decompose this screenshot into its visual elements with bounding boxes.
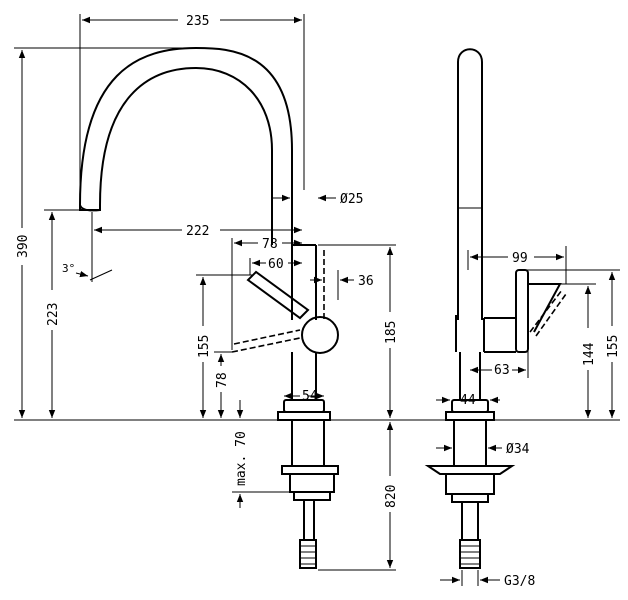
dim-spout-reach: 222 xyxy=(186,224,209,239)
dim-spout-diameter: Ø25 xyxy=(340,192,363,207)
dim-connection-length: 820 xyxy=(384,485,399,508)
dim-side-lever-height-155: 155 xyxy=(606,335,621,358)
side-view xyxy=(424,48,567,569)
dim-side-base-depth: 44 xyxy=(460,393,476,408)
dim-spout-height: 223 xyxy=(46,303,61,326)
dim-lever-low: 78 xyxy=(215,372,230,388)
dim-lever-reach-60: 60 xyxy=(268,257,284,272)
dim-side-hole-diameter: Ø34 xyxy=(506,442,530,457)
dim-lever-reach-78: 78 xyxy=(262,237,278,252)
front-spout-body xyxy=(79,46,293,245)
side-handle-plate xyxy=(515,269,529,353)
dim-side-handle-depth: 63 xyxy=(494,363,510,378)
dim-total-reach: 235 xyxy=(186,14,209,29)
front-dimensions: 235 390 223 222 3° Ø25 78 60 xyxy=(14,14,399,571)
dim-lever-offset: 36 xyxy=(358,274,374,289)
front-body-column xyxy=(291,244,317,320)
dim-lever-height: 155 xyxy=(197,335,212,358)
front-lever xyxy=(246,270,310,320)
side-spout xyxy=(457,48,483,320)
dim-base-width: 54 xyxy=(302,389,318,404)
dim-side-lever-height-144: 144 xyxy=(582,342,597,366)
dim-side-thread: G3/8 xyxy=(504,574,535,589)
front-lever-hub xyxy=(301,316,339,354)
dim-body-height: 185 xyxy=(384,321,399,344)
side-dimensions: 99 144 155 63 44 Ø34 G3/8 xyxy=(436,246,621,589)
dim-side-lever-reach: 99 xyxy=(512,251,528,266)
front-view xyxy=(14,46,620,569)
dim-swivel-angle: 3° xyxy=(62,262,75,275)
dim-total-height: 390 xyxy=(16,235,31,258)
dim-max-counter: max. 70 xyxy=(234,431,249,486)
